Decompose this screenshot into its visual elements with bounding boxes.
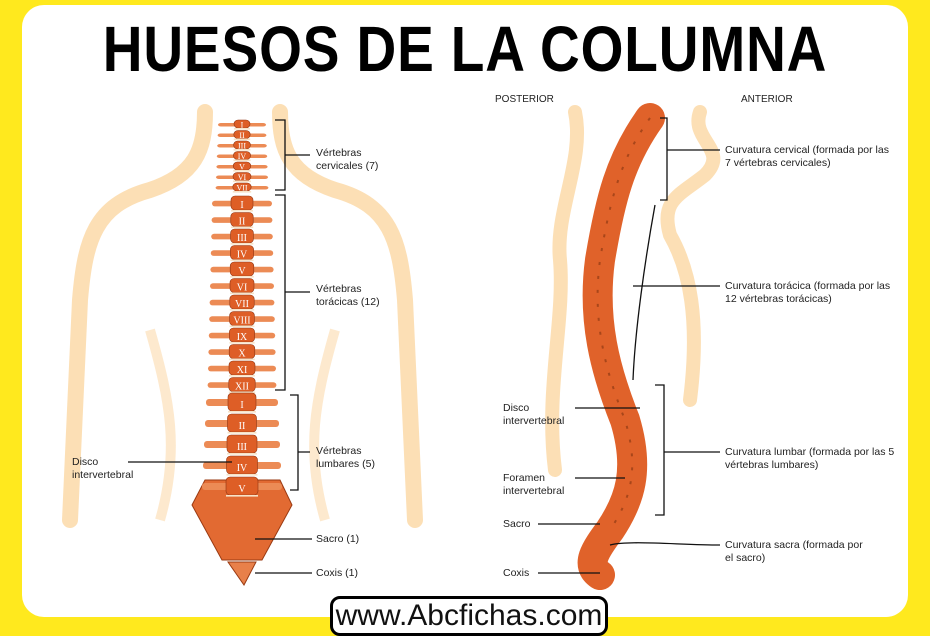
label-side-sacrum: Sacro — [503, 518, 531, 530]
coccyx-shape — [227, 561, 257, 586]
anterior-heading: ANTERIOR — [741, 94, 793, 105]
page-title: HUESOS DE LA COLUMNA — [102, 13, 828, 85]
intervertebral-disc — [227, 432, 257, 434]
intervertebral-disc — [227, 453, 257, 455]
intervertebral-disc — [228, 391, 256, 394]
cervical-numeral: III — [238, 142, 246, 151]
thoracic-numeral: VIII — [233, 316, 250, 327]
intervertebral-disc — [230, 292, 254, 295]
label-coccyx: Coxis (1) — [316, 567, 359, 579]
intervertebral-disc — [229, 342, 255, 344]
intervertebral-disc — [228, 411, 256, 413]
thoracic-numeral: VII — [235, 299, 249, 310]
intervertebral-disc — [231, 210, 253, 212]
cervical-numeral: VII — [236, 184, 247, 193]
cervical-numeral: II — [239, 131, 245, 140]
intervertebral-disc — [234, 128, 250, 130]
cervical-numeral: I — [241, 121, 244, 130]
label-thoracic-curve: Curvatura torácica (formada por las 12 v… — [725, 280, 891, 305]
thoracic-numeral: II — [239, 217, 246, 228]
thoracic-numeral: XII — [235, 382, 249, 393]
intervertebral-disc — [233, 149, 251, 151]
front-spine: IIIIIIIVVVIVIIIIIIIIIVVVIVIIVIIIIXXXIXII… — [202, 119, 282, 497]
intervertebral-disc — [233, 170, 251, 172]
label-cervical-curve: Curvatura cervical (formada por las 7 vé… — [725, 144, 889, 169]
thoracic-numeral: XI — [237, 365, 248, 376]
intervertebral-disc — [226, 495, 258, 497]
spine-illustrations: IIIIIIIVVVIVIIIIIIIIIVVVIVIIVIIIIXXXIXII… — [62, 103, 721, 590]
lumbar-numeral: III — [237, 442, 247, 453]
label-lumbar-vertebrae: Vértebras lumbares (5) — [316, 445, 375, 470]
label-side-coccyx: Coxis — [503, 567, 530, 579]
thoracic-numeral: V — [238, 266, 246, 277]
intervertebral-disc — [233, 180, 251, 183]
intervertebral-disc — [230, 226, 254, 229]
intervertebral-disc — [229, 358, 255, 361]
intervertebral-disc — [233, 159, 251, 162]
intervertebral-disc — [232, 191, 252, 193]
label-thoracic-vertebrae: Vértebras torácicas (12) — [316, 283, 380, 308]
intervertebral-disc — [229, 309, 255, 311]
thoracic-numeral: IV — [237, 250, 248, 261]
intervertebral-disc — [229, 325, 255, 328]
label-lumbar-curve: Curvatura lumbar (formada por las 5 vért… — [725, 446, 895, 471]
thoracic-numeral: IX — [237, 332, 248, 343]
intervertebral-disc — [230, 243, 254, 245]
label-sacral-curve: Curvatura sacra (formada por el sacro) — [725, 539, 863, 564]
lumbar-numeral: II — [239, 421, 246, 432]
intervertebral-disc — [229, 375, 255, 377]
intervertebral-disc — [233, 138, 251, 141]
lumbar-numeral: IV — [237, 463, 248, 474]
thoracic-numeral: X — [238, 349, 246, 360]
content-card — [22, 5, 908, 617]
lumbar-numeral: I — [240, 400, 243, 411]
label-intervertebral-disc: Disco intervertebral — [72, 456, 134, 481]
cervical-numeral: IV — [238, 152, 247, 161]
thoracic-numeral: I — [240, 200, 243, 211]
intervertebral-disc — [226, 474, 258, 476]
thoracic-numeral: VI — [237, 283, 248, 294]
cervical-numeral: VI — [238, 173, 247, 182]
lumbar-numeral: V — [238, 484, 246, 495]
side-body-silhouette — [545, 105, 721, 477]
label-sacrum: Sacro (1) — [316, 533, 360, 545]
side-spine — [577, 103, 665, 590]
intervertebral-disc — [230, 276, 254, 278]
posterior-heading: POSTERIOR — [495, 94, 554, 105]
cervical-numeral: V — [239, 163, 245, 172]
website-link[interactable]: www.Abcfichas.com — [330, 596, 608, 636]
label-cervical-vertebrae: Vértebras cervicales (7) — [316, 147, 379, 172]
label-foramen: Foramen intervertebral — [503, 472, 565, 497]
thoracic-numeral: III — [237, 233, 247, 244]
sacrum-shape — [191, 479, 293, 561]
label-side-disc: Disco intervertebral — [503, 402, 565, 427]
intervertebral-disc — [230, 259, 254, 262]
